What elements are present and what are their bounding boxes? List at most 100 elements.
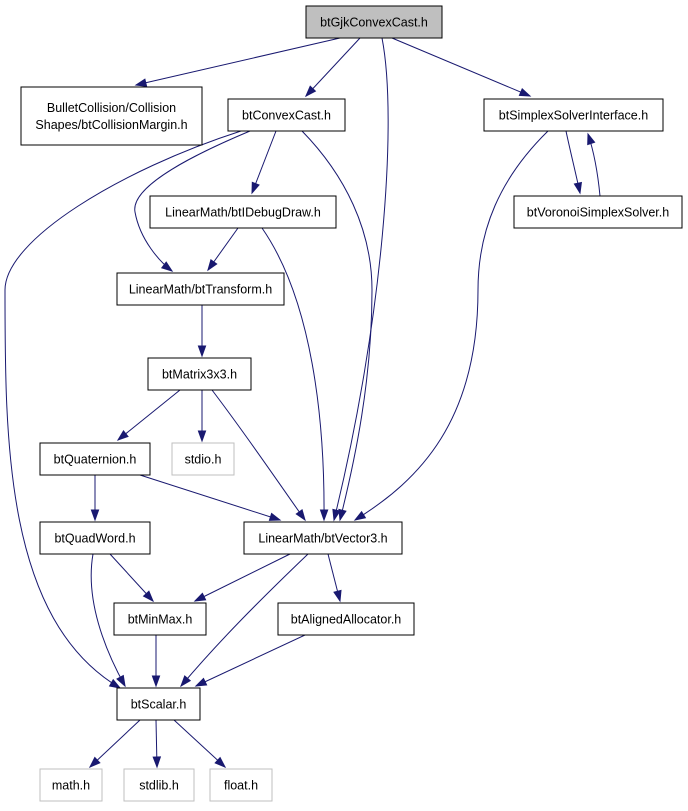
edge-vector3-to-scalar <box>180 553 309 688</box>
edge-line <box>261 227 325 521</box>
node-label: math.h <box>52 779 90 793</box>
node-box <box>149 195 337 229</box>
edge-layer <box>4 37 601 769</box>
edge-arrowhead <box>214 756 227 768</box>
edge-line <box>109 553 154 602</box>
node-label: LinearMath/btTransform.h <box>129 283 272 297</box>
node-label: stdlib.h <box>139 779 179 793</box>
edge-line <box>251 130 277 194</box>
edge-convexcast-to-debugdraw <box>251 130 277 195</box>
node-simplexiface[interactable]: btSimplexSolverInterface.h <box>483 98 664 132</box>
edge-line <box>134 130 251 272</box>
edge-arrowhead <box>304 85 317 98</box>
node-box <box>20 86 203 146</box>
node-box <box>123 768 195 802</box>
edge-line <box>173 719 226 768</box>
edge-voronoi-to-simplexiface <box>587 132 601 197</box>
edge-gjk-to-simplexiface <box>391 37 532 97</box>
edge-aligned-to-scalar <box>194 634 306 687</box>
node-label: btScalar.h <box>131 698 187 712</box>
edge-line <box>301 130 373 521</box>
node-box <box>39 442 151 476</box>
edge-line <box>391 37 531 97</box>
edge-arrowhead <box>116 430 129 441</box>
edge-scalar-to-math <box>88 719 141 769</box>
edge-arrowhead <box>319 509 329 522</box>
node-margin[interactable]: BulletCollision/CollisionShapes/btCollis… <box>20 86 203 146</box>
edge-arrowhead <box>134 78 148 87</box>
edge-arrowhead <box>573 181 582 195</box>
edge-debugdraw-to-transform <box>207 227 239 272</box>
node-quaternion[interactable]: btQuaternion.h <box>39 442 151 476</box>
node-label: btQuadWord.h <box>54 532 135 546</box>
edge-gjk-to-margin <box>134 37 341 87</box>
node-convexcast[interactable]: btConvexCast.h <box>227 98 346 132</box>
node-quadword[interactable]: btQuadWord.h <box>39 521 151 555</box>
node-scalar[interactable]: btScalar.h <box>116 687 201 721</box>
node-label: btMinMax.h <box>128 613 193 627</box>
node-layer: btGjkConvexCast.hBulletCollision/Collisi… <box>20 5 683 802</box>
node-label: btGjkConvexCast.h <box>320 16 428 30</box>
edge-scalar-to-float <box>173 719 227 768</box>
node-gjk: btGjkConvexCast.h <box>305 5 443 39</box>
edge-debugdraw-to-vector3 <box>261 227 329 522</box>
edge-arrowhead <box>88 756 101 769</box>
edge-arrowhead <box>142 590 154 603</box>
edge-arrowhead <box>207 258 218 272</box>
node-box <box>171 442 235 476</box>
edge-arrowhead <box>197 430 207 443</box>
edge-arrowhead <box>587 132 596 146</box>
edge-gjk-to-convexcast <box>304 37 361 98</box>
node-minmax[interactable]: btMinMax.h <box>113 602 207 636</box>
edge-minmax-to-scalar <box>151 635 161 688</box>
edge-arrowhead <box>193 592 207 602</box>
node-label: btConvexCast.h <box>242 109 331 123</box>
node-box <box>483 98 664 132</box>
edge-arrowhead <box>333 589 342 603</box>
node-label: float.h <box>224 779 258 793</box>
edge-line <box>195 634 306 687</box>
node-label: LinearMath/btVector3.h <box>258 532 387 546</box>
edge-arrowhead <box>332 508 341 522</box>
node-box <box>116 272 285 306</box>
edge-simplexiface-to-voronoi <box>565 130 582 195</box>
node-vector3[interactable]: LinearMath/btVector3.h <box>243 521 403 555</box>
node-box <box>209 768 273 802</box>
node-aligned[interactable]: btAlignedAllocator.h <box>277 602 415 636</box>
edge-gjk-to-vector3 <box>332 37 389 522</box>
edge-vector3-to-minmax <box>193 553 291 602</box>
node-box <box>243 521 403 555</box>
edge-arrowhead <box>251 181 260 195</box>
node-stdlib: stdlib.h <box>123 768 195 802</box>
edge-quadword-to-scalar <box>90 553 126 688</box>
edge-arrowhead <box>268 512 282 521</box>
node-box <box>113 602 207 636</box>
node-box <box>147 357 252 391</box>
edge-line <box>117 389 181 441</box>
edge-arrowhead <box>108 678 122 689</box>
node-label: btQuaternion.h <box>54 453 137 467</box>
node-voronoi[interactable]: btVoronoiSimplexSolver.h <box>513 195 683 229</box>
edge-line <box>180 553 309 687</box>
node-transform[interactable]: LinearMath/btTransform.h <box>116 272 285 306</box>
edge-line <box>211 389 306 521</box>
edge-arrowhead <box>518 87 532 97</box>
node-box <box>116 687 201 721</box>
edge-arrowhead <box>295 508 306 522</box>
node-label: btAlignedAllocator.h <box>291 613 402 627</box>
edge-line <box>4 130 242 689</box>
edge-line <box>194 553 291 602</box>
edge-arrowhead <box>152 756 162 769</box>
node-debugdraw[interactable]: LinearMath/btIDebugDraw.h <box>149 195 337 229</box>
edge-arrowhead <box>194 677 208 687</box>
edge-line <box>354 130 549 521</box>
edge-arrowhead <box>151 675 161 688</box>
node-label: btMatrix3x3.h <box>162 368 237 382</box>
edge-matrix-to-stdio <box>197 390 207 443</box>
edge-convexcast-to-vector3 <box>301 130 373 522</box>
edge-arrowhead <box>180 675 192 688</box>
edge-simplexiface-to-vector3 <box>353 130 549 521</box>
node-matrix[interactable]: btMatrix3x3.h <box>147 357 252 391</box>
edge-line <box>305 37 361 97</box>
